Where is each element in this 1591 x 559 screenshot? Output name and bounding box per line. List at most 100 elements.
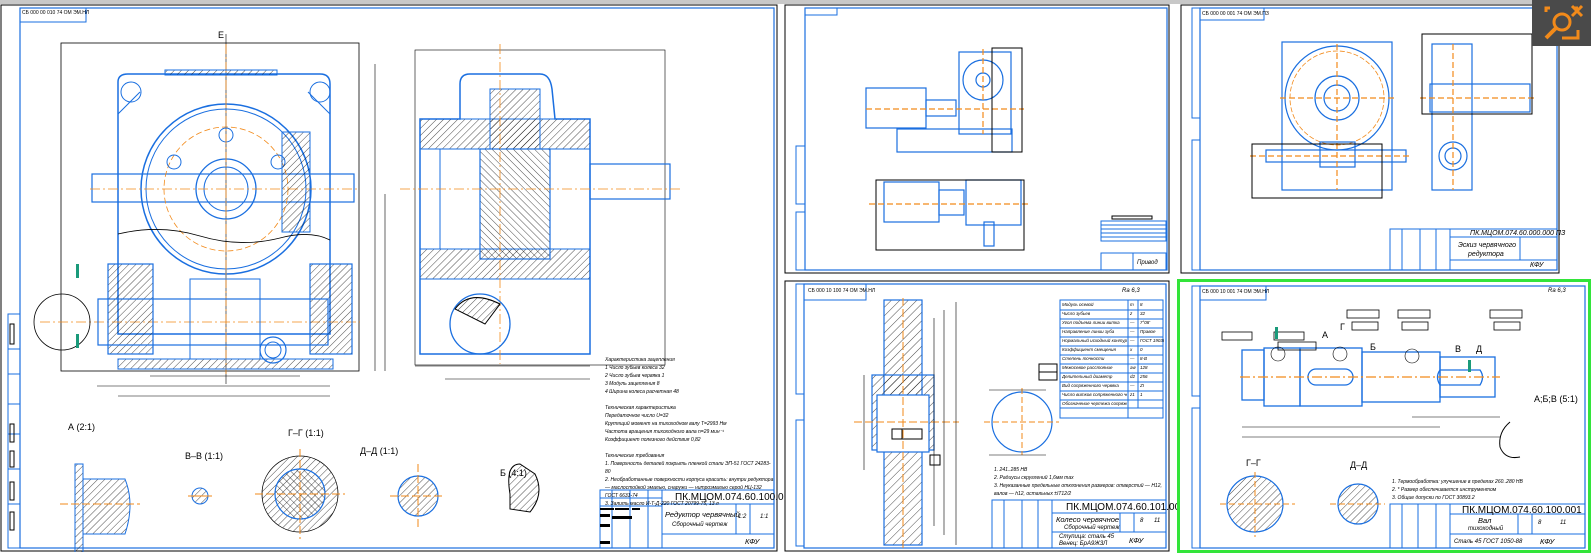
sheet-code: СБ 000 00 010 74 ОМ ЭМ.НЛ	[22, 10, 90, 16]
params-cell-sym: —	[1130, 356, 1135, 361]
section-marker-g: Г	[1340, 322, 1345, 332]
params-cell-sym: —	[1130, 329, 1135, 334]
shaft-notes: 1. Термообработка: улучшение в пределах …	[1392, 479, 1523, 501]
stamp-sheet: 8	[1538, 520, 1542, 526]
view-label-a: А (2:1)	[68, 422, 96, 432]
roughness-mark: Ra 6,3	[1548, 288, 1566, 294]
view-label-v-v: В–В (1:1)	[185, 451, 224, 461]
params-cell-name: Степень точности	[1062, 356, 1105, 361]
params-cell-name: Направление линии зуба	[1062, 329, 1115, 334]
sheet-layout-sketch[interactable]: СБ 000 00 001 74 ОМ ЭМ.ПЗ ПК.МЦОМ.074.60…	[1180, 4, 1565, 274]
params-cell-sym: z1	[1130, 392, 1135, 397]
params-cell-value: ГОСТ 19036-81	[1140, 338, 1164, 343]
shaft-main-view	[1240, 347, 1500, 407]
section-marker-d: Д	[1476, 344, 1483, 354]
sheet-code: СБ 000 10 100 74 ОМ ЭМ.НЛ	[808, 288, 876, 294]
detail-label: А;Б;В (5:1)	[1534, 394, 1578, 404]
zoom-fit-icon	[1544, 4, 1584, 40]
view-label-b: Б (4:1)	[500, 468, 527, 478]
stamp-title: Колесо червячное	[1056, 515, 1120, 524]
params-row: Вид сопряженного червяка—ZI	[1061, 381, 1163, 390]
section-marker-b: Б	[1370, 342, 1376, 352]
stamp-org: КФУ	[1540, 537, 1555, 546]
params-cell-value: 7°08'	[1140, 320, 1151, 325]
params-cell-sym: —	[1130, 320, 1135, 325]
params-cell-name: Обозначение чертежа сопряженной детали	[1062, 401, 1127, 406]
params-cell-sym: —	[1130, 338, 1135, 343]
viewer-top-bar	[0, 0, 1591, 4]
params-cell-name: Делительный диаметр	[1062, 374, 1113, 379]
sheet-worm-wheel[interactable]: СБ 000 10 100 74 ОМ ЭМ.НЛ Ra 6,3 Модуль …	[784, 280, 1202, 552]
wheel-params-table	[1059, 299, 1164, 419]
section-marker-a: A	[1322, 330, 1329, 340]
view-label-d-d: Д–Д	[1350, 460, 1368, 470]
stamp-code: ПК.МЦОМ.074.60.101.000 СБ	[1066, 502, 1203, 513]
sheet-assembly-drawing[interactable]: СБ 000 00 010 74 ОМ ЭМ.НЛ E А (2:1) В–В …	[0, 4, 811, 552]
zoom-fit-button[interactable]	[1532, 0, 1591, 46]
params-cell-value: 256	[1140, 374, 1148, 379]
stamp-title: Редуктор червячный	[665, 510, 740, 519]
params-cell-value: 0	[1140, 347, 1143, 352]
stamp-title: Эскиз червячного	[1458, 242, 1517, 249]
stamp-subtitle: Сборочный чертеж	[672, 522, 728, 528]
wheel-notes: 1. 241..285 НВ 2. Радиусы скруглений 1,6…	[994, 467, 1162, 497]
params-cell-sym: aw	[1130, 365, 1136, 370]
general-view-canvas	[784, 4, 1170, 274]
engagement-characteristics: Характеристика зацепления 1 Число зубьев…	[605, 357, 679, 395]
output-shaft-canvas	[1191, 285, 1586, 549]
stamp-org: КФУ	[1530, 262, 1544, 269]
params-cell-value: 8	[1140, 302, 1143, 307]
stamp-sheet: 8	[1140, 518, 1144, 524]
roughness-mark: Ra 6,3	[1122, 288, 1140, 294]
tolerance-frames	[1221, 309, 1523, 351]
params-row: Нормальный исходный контур— ГОСТ 19036-81	[1061, 336, 1164, 345]
params-cell-name: Вид сопряженного червяка	[1062, 383, 1119, 388]
drive-front-view	[865, 49, 1024, 153]
params-row: Степень точности—8-В	[1061, 354, 1163, 363]
section-views	[60, 449, 540, 552]
stamp-material-1: Ступица: сталь 45	[1059, 534, 1115, 540]
params-cell-sym: m	[1130, 302, 1134, 307]
params-cell-sym: d2	[1130, 374, 1136, 379]
params-cell-value: 1	[1140, 392, 1143, 397]
technical-characteristics: Техническая характеристика Передаточное …	[605, 405, 727, 443]
wheel-title-block	[991, 499, 1167, 549]
params-cell-name: Модуль осевой	[1062, 302, 1094, 307]
worm-wheel-canvas	[784, 280, 1170, 552]
params-cell-name: Число витков сопряженного червяка	[1062, 392, 1127, 397]
stamp-org: КФУ	[1129, 536, 1144, 545]
stamp-material: Сталь 45 ГОСТ 1050-88	[1454, 539, 1523, 545]
sheet-output-shaft[interactable]: СБ 000 10 001 74 ОМ ЭМ.НЛ Ra 6,3 A Б В Г…	[1177, 279, 1591, 553]
stamp-subtitle: редуктора	[1468, 251, 1504, 258]
params-row: Число витков сопряженного червякаz1 1	[1061, 390, 1163, 399]
hub-view	[984, 363, 1059, 456]
binding-strip	[7, 313, 21, 549]
stamp-code: ПК.МЦОМ.074.60.100.000 СБ	[675, 492, 812, 503]
params-cell-value: 32	[1140, 311, 1146, 316]
stamp-sheets: 11	[1560, 520, 1567, 526]
spec-table	[1100, 220, 1167, 271]
stamp-mass: 1:1	[760, 514, 769, 520]
layout-title-block	[1389, 228, 1558, 271]
stamp-title: Вал	[1478, 516, 1492, 525]
view-label-g-g: Г–Г	[1246, 458, 1261, 468]
stamp-code: ПК.МЦОМ.074.60.100.001	[1462, 505, 1582, 516]
params-cell-name: Нормальный исходный контур	[1062, 338, 1127, 343]
params-row: Обозначение чертежа сопряженной детали	[1061, 399, 1163, 409]
stamp-scale: 1:2	[738, 514, 747, 520]
technical-requirements: Технические требования 1. Поверхность де…	[605, 453, 774, 507]
stamp-material-2: Венец: БрА9Ж3Л	[1059, 541, 1108, 547]
sheet-general-view[interactable]: Привод	[784, 4, 1170, 274]
main-view-side-section	[400, 44, 680, 380]
stamp-code: ПК.МЦОМ.074.60.000.000 ПЗ	[1470, 230, 1566, 237]
params-cell-name: Коэффициент смещения	[1062, 347, 1116, 352]
stamp-org: КФУ	[745, 537, 760, 546]
sheet-code: СБ 000 00 001 74 ОМ ЭМ.ПЗ	[1202, 11, 1269, 17]
params-cell-value: ZI	[1140, 383, 1144, 388]
params-cell-sym: z	[1130, 311, 1133, 316]
stamp-subtitle: Сборочный чертеж	[1064, 525, 1120, 531]
params-cell-name: Угол подъема линии витка	[1062, 320, 1120, 325]
